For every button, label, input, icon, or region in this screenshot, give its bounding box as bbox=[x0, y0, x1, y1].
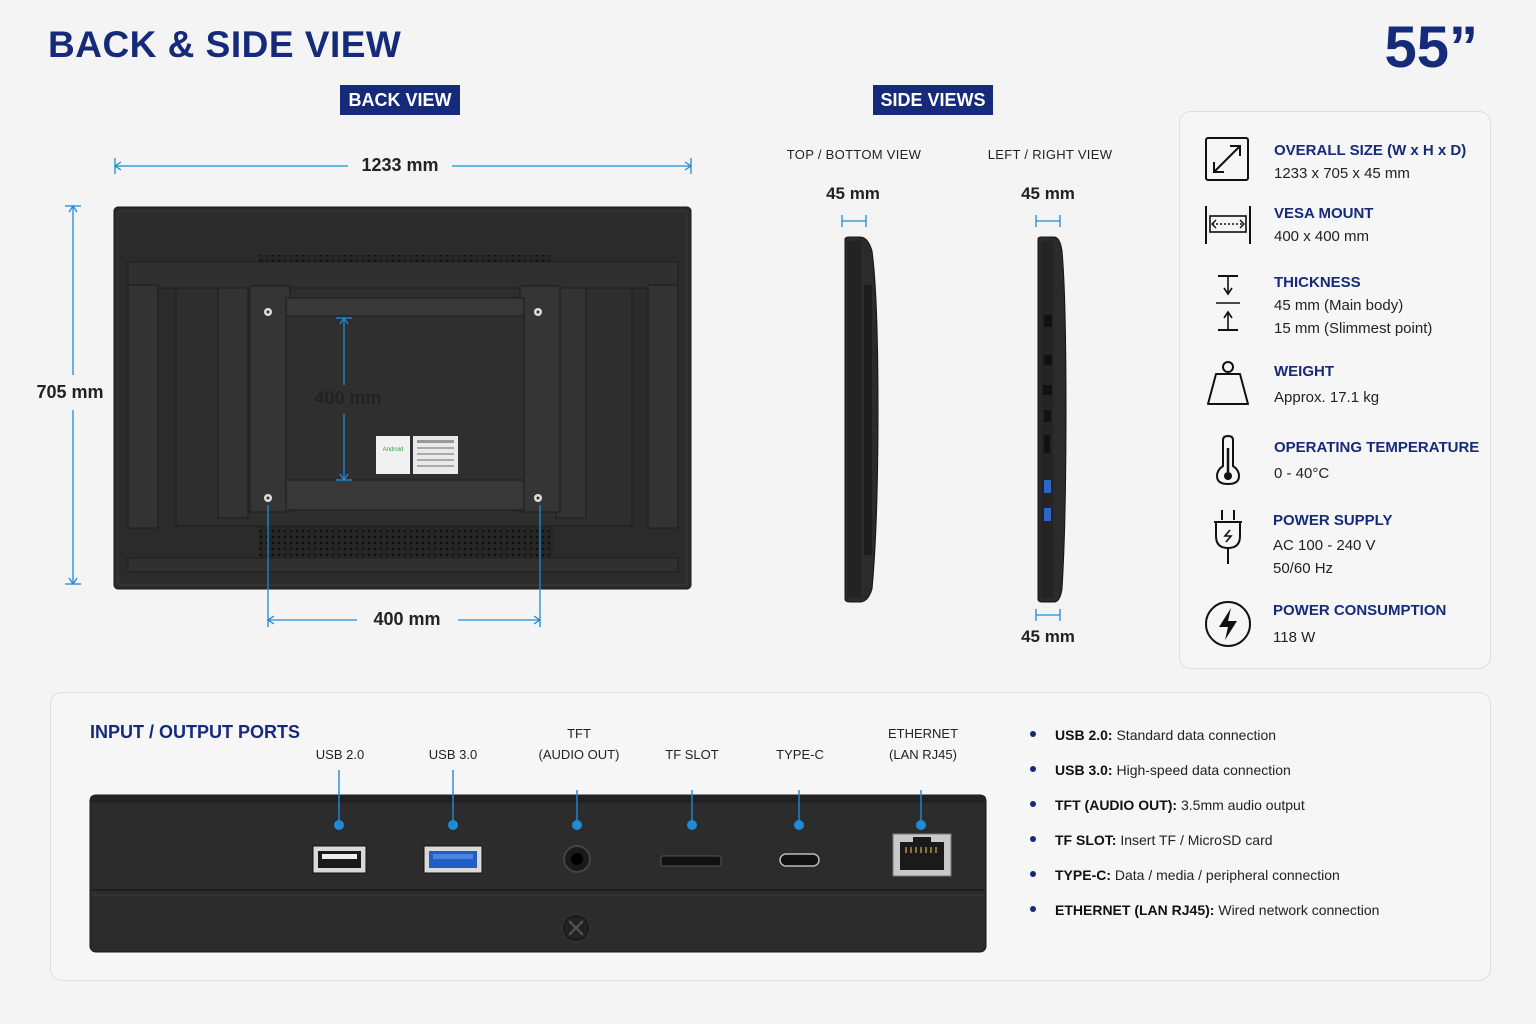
spec-panel: OVERALL SIZE (W x H x D) 1233 x 705 x 45… bbox=[1179, 111, 1491, 669]
left-right-view-title: LEFT / RIGHT VIEW bbox=[987, 147, 1113, 162]
spec-value: 1233 x 705 x 45 mm bbox=[1274, 165, 1410, 182]
port-description-tf-slot: TF SLOT: Insert TF / MicroSD card bbox=[1030, 832, 1273, 848]
port-label-tft: TFT(AUDIO OUT) bbox=[538, 726, 620, 762]
spec-label: VESA MOUNT bbox=[1274, 205, 1374, 222]
port-label-ethernet: ETHERNET(LAN RJ45) bbox=[887, 726, 959, 762]
port-description-usb2: USB 2.0: Standard data connection bbox=[1030, 727, 1276, 743]
lightning-icon bbox=[1205, 601, 1251, 647]
vesa-mount-icon bbox=[1205, 206, 1251, 244]
ports-strip-diagram bbox=[89, 770, 987, 953]
side-views-diagram bbox=[841, 215, 1067, 621]
back-view-label: BACK VIEW bbox=[340, 85, 460, 115]
left-right-depth-top: 45 mm bbox=[1021, 184, 1075, 203]
android-sticker-text: Android bbox=[383, 447, 404, 453]
page-title: BACK & SIDE VIEW bbox=[48, 24, 402, 65]
back-view-diagram: Android bbox=[65, 158, 693, 627]
weight-icon bbox=[1207, 361, 1249, 405]
spec-label: POWER CONSUMPTION bbox=[1273, 602, 1447, 619]
port-label-usb3: USB 3.0 bbox=[428, 747, 478, 762]
side-views-label: SIDE VIEWS bbox=[873, 85, 993, 115]
spec-value: 45 mm (Main body) bbox=[1274, 297, 1404, 314]
port-description-tft: TFT (AUDIO OUT): 3.5mm audio output bbox=[1030, 797, 1305, 813]
screen-size: 55” bbox=[1384, 15, 1478, 80]
top-bottom-view-title: TOP / BOTTOM VIEW bbox=[786, 147, 922, 162]
power-plug-icon bbox=[1214, 510, 1242, 564]
width-dimension: 1233 mm bbox=[361, 155, 439, 175]
thermometer-icon bbox=[1215, 434, 1241, 486]
vesa-horizontal-dimension: 400 mm bbox=[373, 609, 441, 629]
height-dimension: 705 mm bbox=[36, 382, 104, 402]
thickness-icon bbox=[1216, 275, 1240, 331]
spec-label: POWER SUPPLY bbox=[1273, 512, 1393, 529]
port-description-type-c: TYPE-C: Data / media / peripheral connec… bbox=[1030, 867, 1340, 883]
vesa-vertical-dimension: 400 mm bbox=[314, 388, 382, 408]
spec-value: 118 W bbox=[1273, 629, 1316, 646]
top-bottom-depth: 45 mm bbox=[826, 184, 880, 203]
spec-label: OPERATING TEMPERATURE bbox=[1274, 439, 1480, 456]
spec-value: 400 x 400 mm bbox=[1274, 228, 1370, 245]
spec-value: 50/60 Hz bbox=[1273, 560, 1334, 577]
spec-label: OVERALL SIZE (W x H x D) bbox=[1274, 142, 1467, 159]
port-description-usb3: USB 3.0: High-speed data connection bbox=[1030, 762, 1291, 778]
spec-value: AC 100 - 240 V bbox=[1273, 537, 1376, 554]
ports-title: INPUT / OUTPUT PORTS bbox=[90, 722, 301, 742]
spec-value: Approx. 17.1 kg bbox=[1274, 389, 1380, 406]
port-label-usb2: USB 2.0 bbox=[315, 747, 365, 762]
port-label-type-c: TYPE-C bbox=[776, 747, 824, 762]
diagonal-arrow-icon bbox=[1205, 137, 1249, 181]
spec-label: WEIGHT bbox=[1274, 363, 1334, 380]
port-label-tf-slot: TF SLOT bbox=[665, 747, 719, 762]
spec-value: 0 - 40°C bbox=[1274, 465, 1330, 482]
port-description-ethernet: ETHERNET (LAN RJ45): Wired network conne… bbox=[1030, 902, 1379, 918]
spec-label: THICKNESS bbox=[1274, 274, 1361, 291]
left-right-depth-bottom: 45 mm bbox=[1021, 627, 1075, 646]
spec-value: 15 mm (Slimmest point) bbox=[1274, 320, 1433, 337]
